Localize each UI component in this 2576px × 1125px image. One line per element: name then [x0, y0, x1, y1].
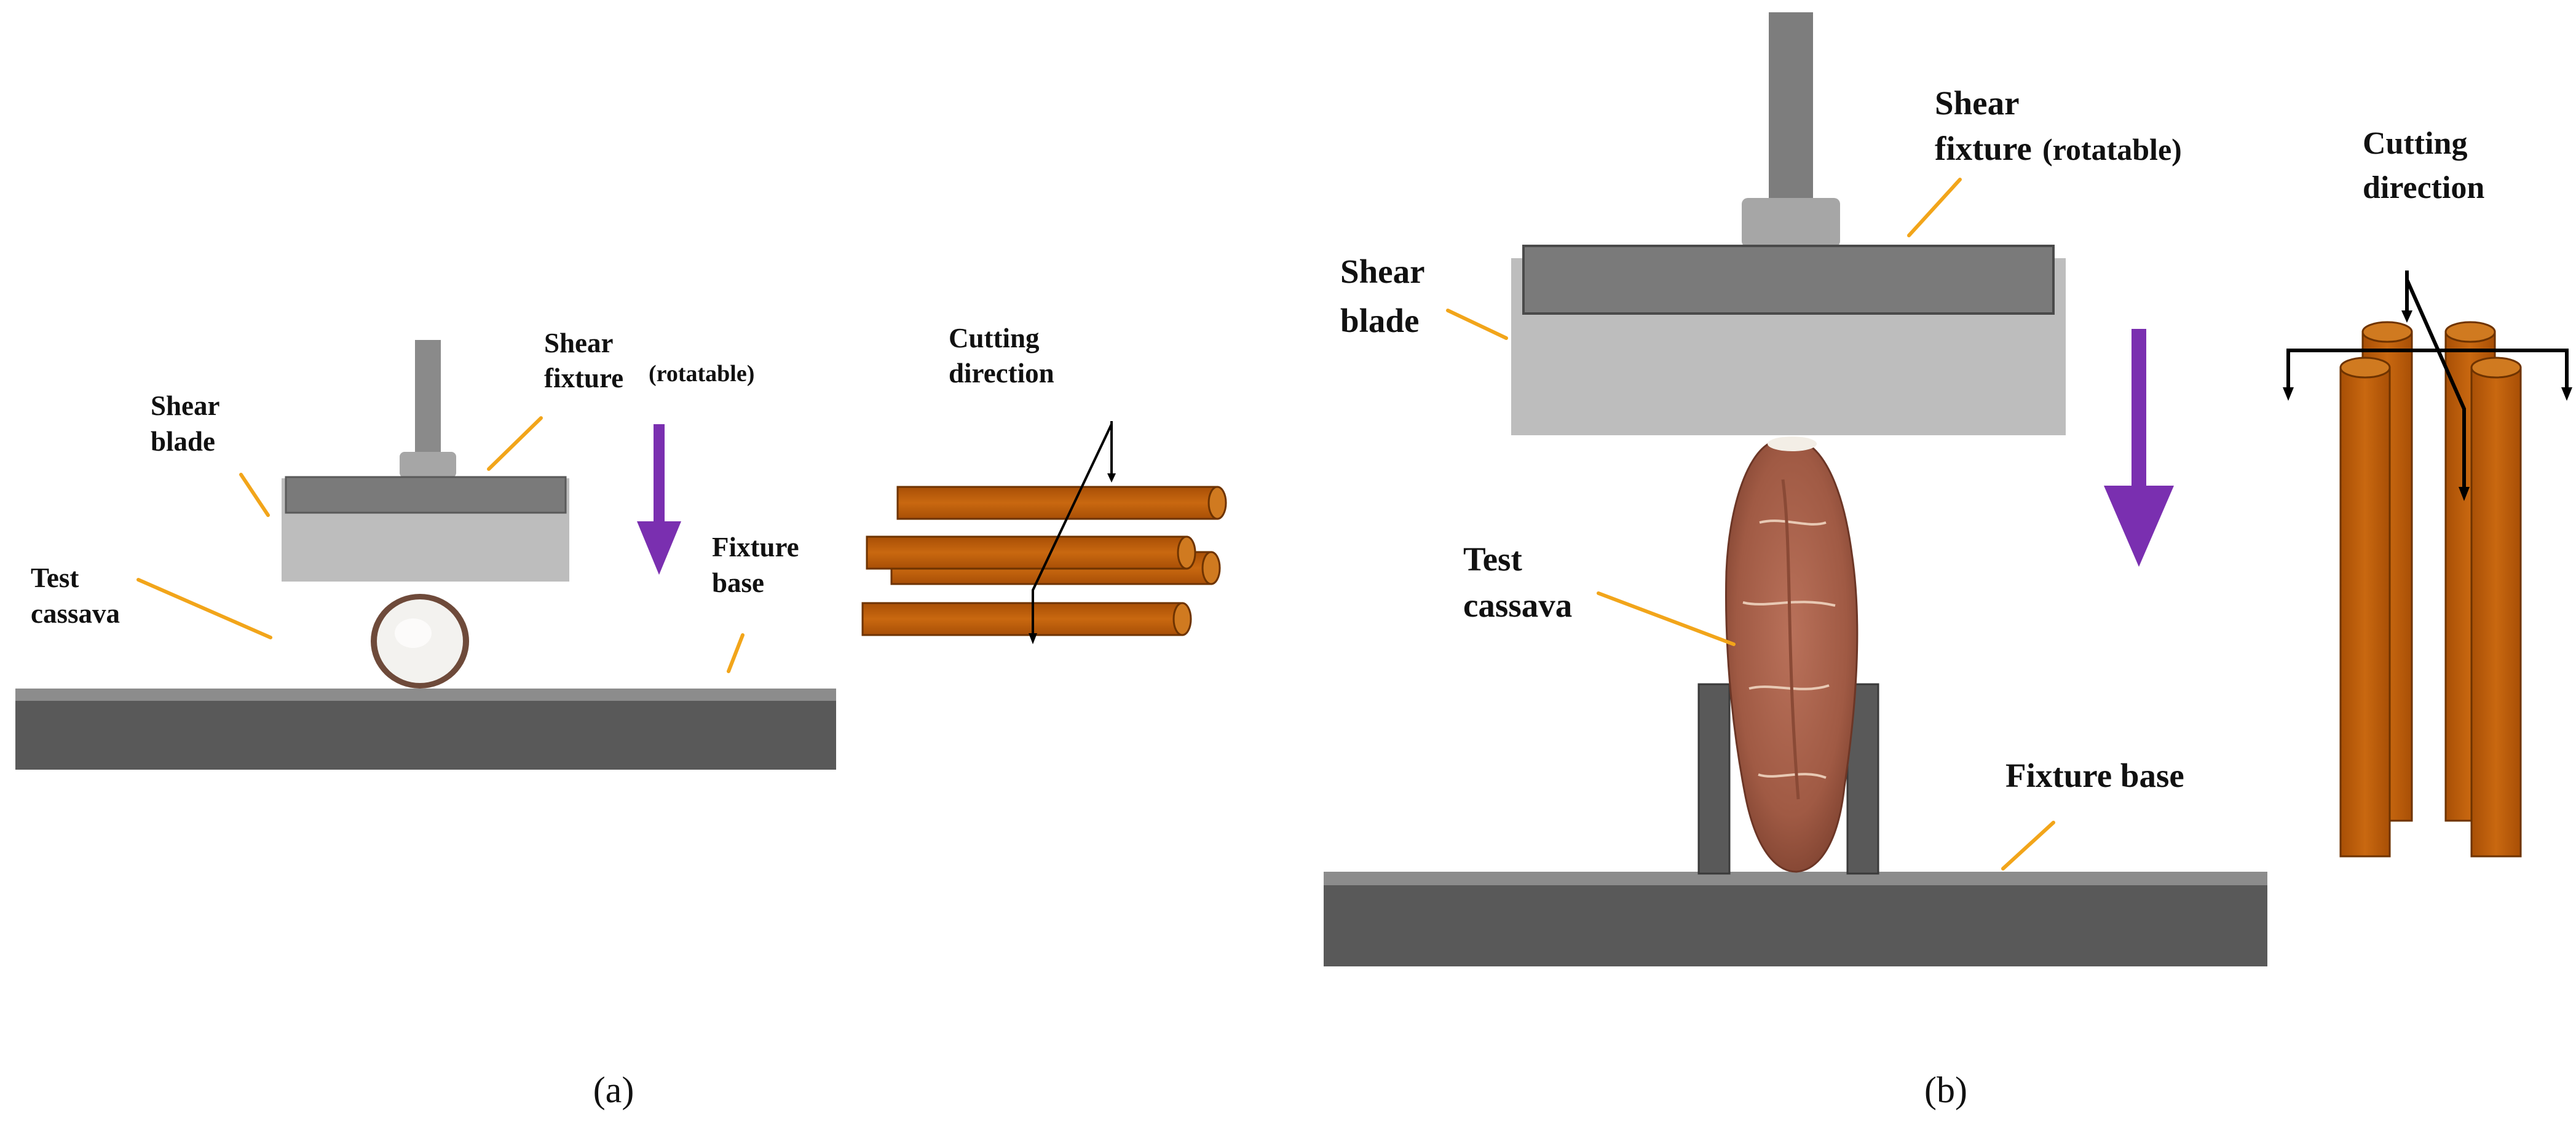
- rod-a-2a: [866, 535, 1196, 570]
- caption-b: (b): [1924, 1070, 1967, 1110]
- shear-fixture-label-a: Shear: [544, 328, 614, 358]
- leader-lines-b: [1446, 178, 2055, 870]
- test-cassava-label-a: Test: [31, 562, 79, 593]
- rod-b-front-left: [2339, 357, 2391, 858]
- rod-a-1: [896, 486, 1227, 520]
- cassava-rods-a: [861, 486, 1227, 636]
- test-cassava-label-b-line2: cassava: [1463, 586, 1572, 624]
- cutting-arrow-a: [637, 424, 681, 575]
- rotatable-label-a: (rotatable): [649, 361, 754, 387]
- shear-blade-label-b-line2: blade: [1340, 302, 1419, 339]
- rod-b-front-right: [2470, 357, 2522, 858]
- shear-blade-label-b: Shear: [1340, 253, 1425, 290]
- shear-blade-label-a: Shear: [151, 390, 220, 421]
- cutting-arrow-b: [2104, 329, 2174, 567]
- fixture-base-b: [1324, 872, 2267, 966]
- leader-lines-a: [136, 416, 745, 673]
- shear-fixture-b: [1742, 12, 1840, 247]
- shear-blade-b: [1511, 245, 2066, 435]
- shear-blade-a: [282, 476, 569, 582]
- caption-a: (a): [593, 1070, 634, 1110]
- cutting-direction-lines-b: [2283, 270, 2572, 501]
- shear-blade-label-a-line2: blade: [151, 426, 215, 457]
- cutting-direction-lines-a: [1029, 421, 1116, 644]
- fixture-base-label-b: Fixture base: [2005, 757, 2184, 794]
- shear-fixture-label-a-line2: fixture: [544, 363, 623, 393]
- test-cassava-tuber-b: [1725, 436, 1859, 873]
- fixture-base-label-a: Fixture: [712, 532, 799, 562]
- panel-a: Shear fixture (rotatable) Shear blade Te…: [15, 323, 1227, 1110]
- cutting-direction-label-a-line2: direction: [949, 358, 1054, 389]
- cutting-direction-label-a: Cutting: [949, 323, 1040, 353]
- shear-fixture-label-b: Shear: [1935, 84, 2020, 122]
- shear-fixture-a: [400, 340, 456, 478]
- test-cassava-label-b: Test: [1463, 540, 1522, 578]
- rotatable-label-b: (rotatable): [2042, 132, 2182, 167]
- fixture-base-a: [15, 689, 836, 770]
- panel-b: Shear fixture (rotatable) Shear blade Te…: [1324, 12, 2572, 1110]
- test-cassava-label-a-line2: cassava: [31, 598, 120, 629]
- rod-a-3: [861, 602, 1192, 636]
- shear-fixture-label-b-line2: fixture: [1935, 130, 2032, 167]
- fixture-base-label-a-line2: base: [712, 567, 764, 598]
- test-cassava-slice-a: [371, 594, 469, 689]
- cassava-rods-b: [2339, 321, 2522, 858]
- cutting-direction-label-b-line2: direction: [2363, 170, 2484, 205]
- cutting-direction-label-b: Cutting: [2363, 126, 2467, 161]
